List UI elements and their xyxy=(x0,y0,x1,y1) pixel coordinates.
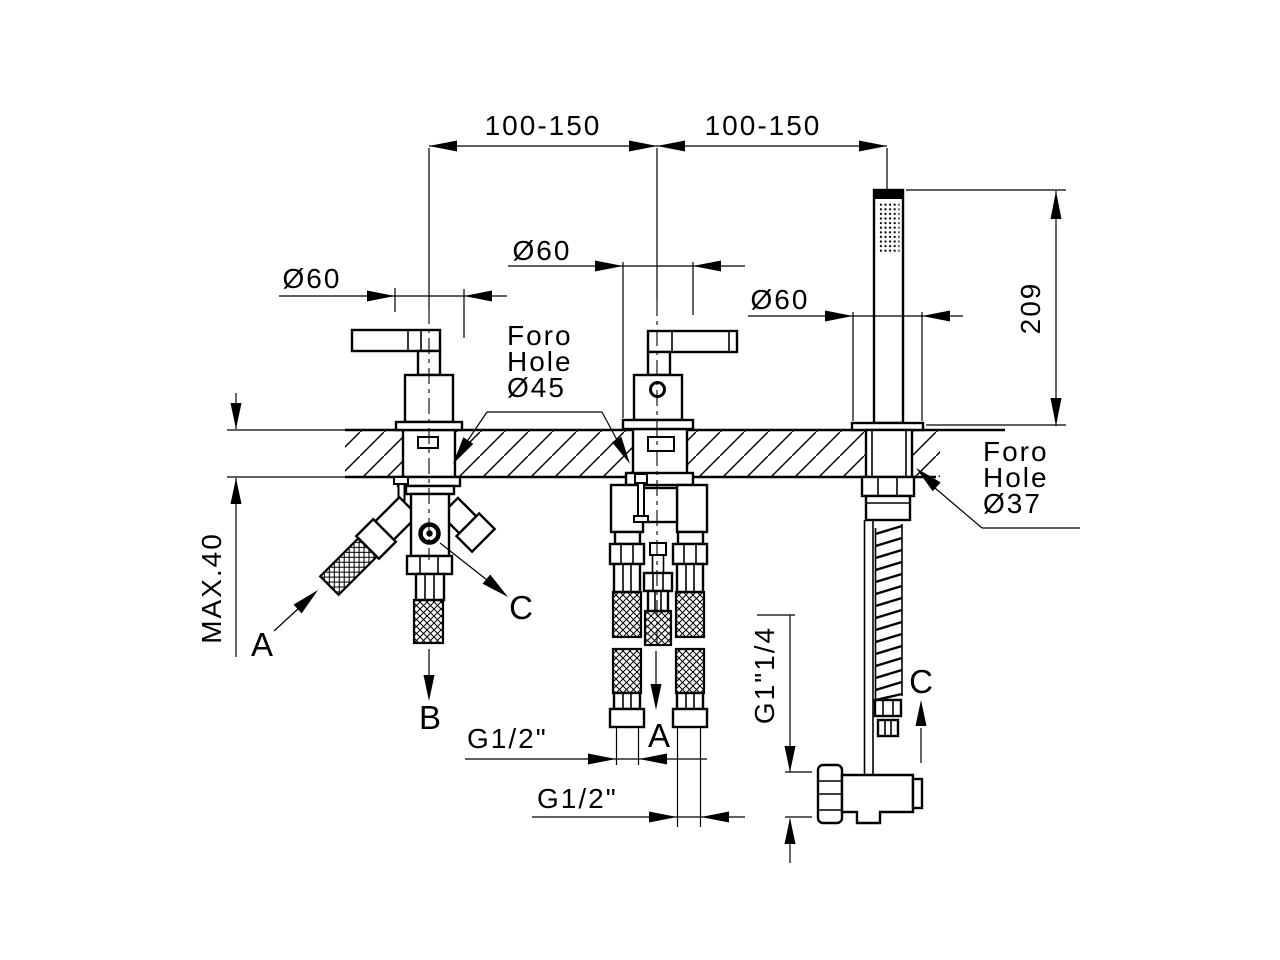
callout-37-line2: Hole xyxy=(983,462,1049,493)
dimension-d60-middle: Ø60 xyxy=(508,235,745,418)
dimension-d60-left: Ø60 xyxy=(279,263,507,338)
braided-hose-b xyxy=(412,598,445,645)
dim-label-g12-b: G1/2" xyxy=(537,783,618,814)
flow-label-a-middle: A xyxy=(648,651,670,754)
flow-label-a-left: A xyxy=(251,590,318,663)
dimension-max40: MAX.40 xyxy=(196,393,242,657)
dim-label-d60-left: Ø60 xyxy=(283,263,342,294)
dimension-g12-a: G1/2" xyxy=(465,723,707,765)
dimension-top-spacing: 100-150 100-150 xyxy=(428,110,888,308)
handshower xyxy=(816,188,925,825)
centerlines xyxy=(428,300,658,648)
supply-hose-left xyxy=(608,530,646,765)
dimension-g114: G1"1/4 xyxy=(749,614,812,863)
dim-label-d60-right: Ø60 xyxy=(751,284,810,315)
label-b: B xyxy=(419,699,441,736)
callout-hole-45: Foro Hole Ø45 xyxy=(453,320,630,464)
shower-flex-hose xyxy=(873,524,903,738)
dim-label-spacing-right: 100-150 xyxy=(705,110,822,141)
spray-face xyxy=(877,202,900,254)
callout-45-line1: Foro xyxy=(507,320,573,351)
handshower-cap xyxy=(874,190,903,199)
dim-label-209: 209 xyxy=(1015,282,1046,335)
elbow-fitting xyxy=(816,763,924,825)
dimension-d60-right: Ø60 xyxy=(748,284,963,421)
dimension-g12-b: G1/2" xyxy=(532,783,745,823)
dim-label-g12-a: G1/2" xyxy=(467,723,548,754)
callout-45-line3: Ø45 xyxy=(507,372,566,403)
supply-hose-right xyxy=(671,530,709,827)
flow-label-b: B xyxy=(419,649,441,736)
dim-label-g114: G1"1/4 xyxy=(749,626,780,724)
label-a-middle: A xyxy=(648,717,670,754)
callout-hole-37: Foro Hole Ø37 xyxy=(916,436,1080,529)
center-hose-a xyxy=(642,542,674,647)
hose-to-a xyxy=(318,495,420,597)
callout-45-line2: Hole xyxy=(507,346,573,377)
flow-label-c-left: C xyxy=(439,542,533,626)
mounting-stud-middle xyxy=(633,473,649,523)
dim-label-spacing-left: 100-150 xyxy=(485,110,602,141)
callout-37-line3: Ø37 xyxy=(983,488,1042,519)
label-c-right: C xyxy=(909,663,933,700)
dim-label-max40: MAX.40 xyxy=(196,532,227,644)
faucet-handle-left xyxy=(318,328,497,645)
flow-label-c-right: C xyxy=(909,663,933,763)
dim-label-d60-middle: Ø60 xyxy=(513,235,572,266)
label-c-left: C xyxy=(509,589,533,626)
dimension-height-209: 209 xyxy=(906,189,1066,426)
label-a-left: A xyxy=(251,626,273,663)
faucet-handle-middle xyxy=(608,329,739,827)
callout-37-line1: Foro xyxy=(983,436,1049,467)
